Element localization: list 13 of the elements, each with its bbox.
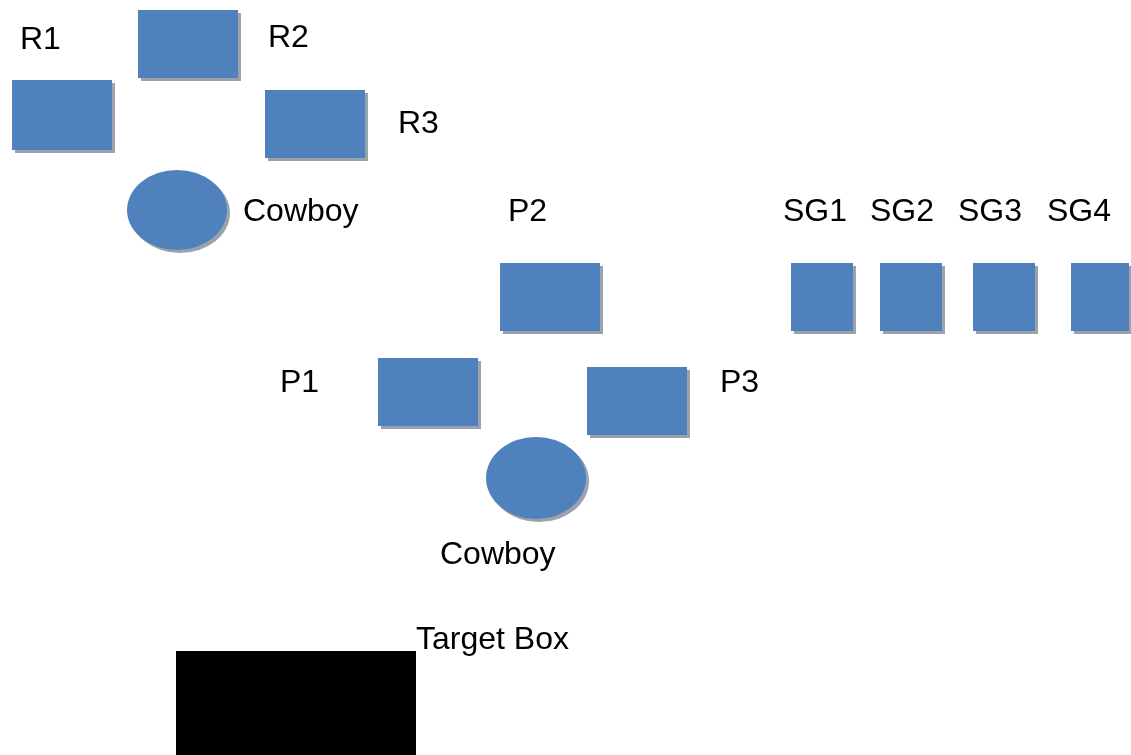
- position-label: R2: [268, 18, 309, 54]
- position-label: Cowboy: [243, 192, 359, 228]
- position-label: R3: [398, 104, 439, 140]
- position-label: R1: [20, 20, 61, 56]
- position-label: Target Box: [416, 620, 569, 656]
- position-label: P2: [508, 192, 548, 228]
- position-label: P3: [720, 363, 760, 399]
- position-label: SG1: [783, 192, 848, 228]
- position-label: Cowboy: [440, 535, 556, 571]
- position-label: SG2: [870, 192, 935, 228]
- position-label: P1: [280, 363, 320, 399]
- position-label: SG4: [1047, 192, 1112, 228]
- position-label: SG3: [958, 192, 1023, 228]
